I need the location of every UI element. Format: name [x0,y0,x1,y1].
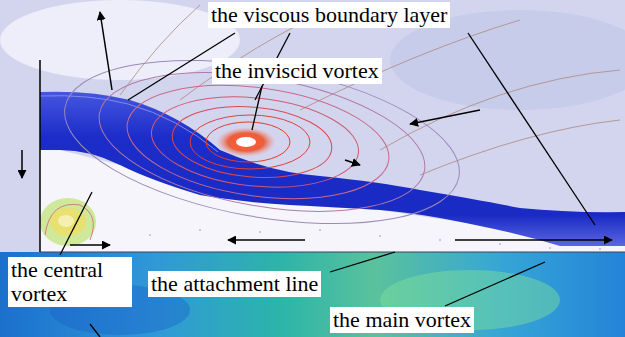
region-label: the attachment line [148,271,321,297]
region-label: the inviscid vortex [212,58,382,84]
region-label: the central vortex [8,257,132,307]
region-label: the viscous boundary layer [208,2,450,28]
region-label: the main vortex [330,307,474,333]
